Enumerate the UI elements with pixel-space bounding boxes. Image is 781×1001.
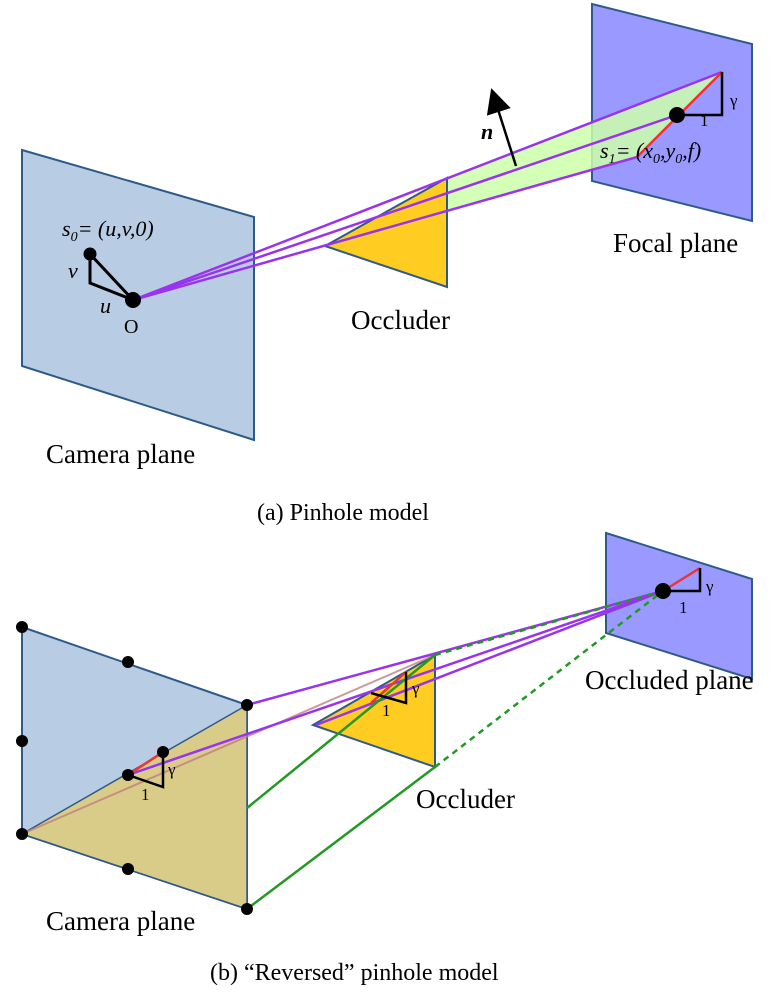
- gamma-label-b-plane: γ: [705, 577, 714, 596]
- gamma-label-b-camera: γ: [167, 760, 176, 779]
- uv-triangle: [88, 250, 135, 302]
- gamma-label-b-occluder: γ: [411, 679, 420, 698]
- one-label-b-plane: 1: [679, 598, 688, 617]
- panel-a-pinhole-model: s0= (u,v,0) v u O n 1 γ s1= (x0,y0,f) Ca…: [21, 2, 753, 526]
- point-origin: [125, 292, 141, 308]
- panel-b-reversed-pinhole-model: 1 γ 1 γ 1 γ Camera plane Occluder Occlud…: [16, 531, 754, 986]
- occluder-label-a: Occluder: [351, 305, 450, 335]
- one-label-b-camera: 1: [141, 785, 150, 804]
- u-label: u: [100, 293, 111, 318]
- red-segment-b-camera: [127, 750, 164, 777]
- point-s0: [83, 247, 97, 261]
- caption-a: (a) Pinhole model: [257, 500, 429, 526]
- focal-plane-label: Focal plane: [613, 228, 738, 258]
- camera-plane-label-a: Camera plane: [46, 439, 195, 469]
- gamma-triangle-b-camera: [127, 752, 165, 789]
- ray-band: [447, 72, 722, 212]
- purple-rays-a: [132, 70, 723, 302]
- caption-b: (b) “Reversed” pinhole model: [210, 960, 499, 986]
- v-label: v: [68, 258, 78, 283]
- camera-plane-points: [16, 621, 253, 915]
- occluder-b: [310, 653, 436, 769]
- s0-label: s0= (u,v,0): [62, 216, 154, 245]
- green-rays: [246, 654, 436, 910]
- gamma-triangle-b-plane: [663, 568, 702, 593]
- gamma-triangle-a: [677, 72, 724, 117]
- red-segment-b-occluder: [370, 671, 407, 704]
- normal-label: n: [481, 119, 493, 144]
- occluder-label-b: Occluder: [416, 784, 515, 814]
- green-dashed-rays: [434, 589, 664, 768]
- occluded-plane-label: Occluded plane: [585, 665, 754, 695]
- one-label-b-occluder: 1: [382, 701, 391, 720]
- origin-label: O: [124, 316, 138, 338]
- s1-label: s1= (x0,y0,f): [600, 138, 701, 167]
- occluded-plane: [605, 531, 753, 681]
- gamma-label-a: γ: [729, 91, 738, 110]
- one-label-a: 1: [700, 111, 709, 130]
- gamma-triangle-b-occluder: [370, 672, 408, 705]
- camera-plane-label-b: Camera plane: [46, 906, 195, 936]
- purple-rays-b: [127, 589, 664, 777]
- normal-arrow: [486, 88, 518, 167]
- projection-line: [21, 654, 436, 835]
- point-occluded-plane: [655, 583, 671, 599]
- occluder-a: [322, 176, 448, 289]
- point-s1: [669, 107, 685, 123]
